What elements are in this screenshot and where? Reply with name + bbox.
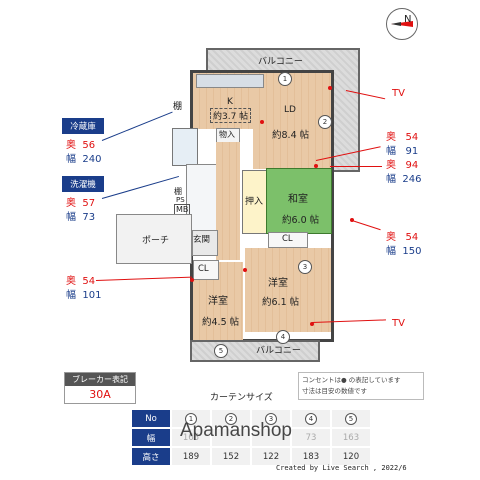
- closet-upper-label: CL: [282, 234, 293, 244]
- kitchen-counter: [196, 74, 264, 88]
- tv-bottom-label: TV: [392, 318, 405, 329]
- outlet-dot: [350, 218, 354, 222]
- outlet-dot: [243, 268, 247, 272]
- curtain-height-1: 189: [170, 446, 212, 467]
- right2-width: 幅 246: [386, 174, 422, 185]
- yoshitsu-small-size: 約4.5 帖: [202, 317, 240, 328]
- kitchen-label: K: [227, 97, 233, 107]
- shelf-small-label: 棚: [174, 187, 182, 196]
- compass-letter: N: [404, 14, 412, 25]
- curtain-table: No 1 2 3 4 5 幅 165 73 163 高さ 189 152 122…: [130, 408, 372, 467]
- curtain-no-5: 5: [330, 408, 372, 429]
- closet-lower-label: CL: [198, 264, 209, 274]
- curtain-no-1: 1: [170, 408, 212, 429]
- window-number-3: 3: [298, 260, 312, 274]
- hallway: [216, 142, 240, 260]
- compass-arrow-icon: [391, 21, 413, 27]
- watermark: Apamanshop: [180, 420, 292, 441]
- washitsu-size: 約6.0 帖: [282, 215, 320, 226]
- washitsu: [266, 168, 332, 234]
- curtain-width-1: 165: [170, 427, 212, 448]
- entrance: [192, 230, 218, 256]
- closet-upper: [268, 232, 308, 248]
- curtain-no-4: 4: [290, 408, 332, 429]
- breaker-value: 30A: [89, 388, 111, 401]
- credit: Created by Live Search , 2022/6: [276, 464, 407, 472]
- ld-label: LD: [284, 105, 296, 115]
- washitsu-label: 和室: [288, 194, 308, 205]
- leader-line: [330, 166, 382, 167]
- washer-spec-title: 洗濯機: [63, 177, 103, 191]
- right1-depth: 奥 54: [386, 132, 419, 143]
- oshiire-label: 押入: [245, 197, 264, 207]
- balcony-top-label: バルコニー: [258, 57, 303, 67]
- kitchen-size: 約3.7 帖: [210, 108, 252, 123]
- outlet-note: コンセントは● の表記しています 寸法は目安の数値です: [298, 372, 424, 400]
- curtain-row-label-no: No: [130, 408, 172, 429]
- left-width: 幅 101: [66, 290, 102, 301]
- ld-size: 約8.4 帖: [272, 130, 310, 141]
- floor-plan: バルコニー K 約3.7 帖 LD 約8.4 帖 棚 物入 棚 PS MB ポー…: [116, 48, 360, 362]
- curtain-row-label-width: 幅: [130, 427, 172, 448]
- right3-width: 幅 150: [386, 246, 422, 257]
- yoshitsu-large: [245, 248, 331, 332]
- window-number-2: 2: [318, 115, 332, 129]
- window-number-4: 4: [276, 330, 290, 344]
- washroom: [186, 164, 218, 232]
- oshiire: [242, 170, 268, 234]
- curtain-height-5: 120: [330, 446, 372, 467]
- table-row: 高さ 189 152 122 183 120: [130, 446, 372, 467]
- curtain-height-3: 122: [250, 446, 292, 467]
- ps-label: PS: [176, 196, 185, 204]
- table-row: 幅 165 73 163: [130, 427, 372, 448]
- curtain-width-2: [210, 427, 252, 448]
- fridge-spec: 冷蔵庫: [62, 118, 104, 134]
- outlet-dot: [314, 164, 318, 168]
- outlet-dot: [190, 278, 194, 282]
- curtain-no-2: 2: [210, 408, 252, 429]
- window-number-1: 1: [278, 72, 292, 86]
- yoshitsu-large-size: 約6.1 帖: [262, 297, 300, 308]
- fridge-width: 幅 240: [66, 154, 102, 165]
- curtain-row-label-height: 高さ: [130, 446, 172, 467]
- left-depth: 奥 54: [66, 276, 96, 287]
- table-row: No 1 2 3 4 5: [130, 408, 372, 429]
- curtain-no-3: 3: [250, 408, 292, 429]
- yoshitsu-small-label: 洋室: [208, 296, 228, 307]
- right3-depth: 奥 54: [386, 232, 419, 243]
- balcony-bottom-label: バルコニー: [256, 346, 301, 356]
- washer-width: 幅 73: [66, 212, 96, 223]
- yoshitsu-large-label: 洋室: [268, 278, 288, 289]
- curtain-height-2: 152: [210, 446, 252, 467]
- curtain-width-3: [250, 427, 292, 448]
- porch: [116, 214, 192, 264]
- porch-label: ポーチ: [142, 236, 170, 246]
- curtain-width-4: 73: [290, 427, 332, 448]
- closet-lower: [193, 260, 219, 280]
- compass: [386, 8, 418, 40]
- curtain-width-5: 163: [330, 427, 372, 448]
- balcony-top: [206, 48, 360, 74]
- curtain-height-4: 183: [290, 446, 332, 467]
- washer-spec: 洗濯機: [62, 176, 104, 192]
- right2-depth: 奥 94: [386, 160, 419, 171]
- shelf-label: 棚: [173, 102, 183, 112]
- breaker-box: ブレーカー表記 30A: [64, 372, 136, 404]
- outlet-dot: [260, 120, 264, 124]
- outlet-dot: [310, 322, 314, 326]
- window-number-5: 5: [214, 344, 228, 358]
- entrance-label: 玄関: [193, 235, 211, 245]
- outlet-note-line2: 寸法は目安の数値です: [302, 387, 367, 395]
- outlet-note-line1: コンセントは● の表記しています: [302, 376, 401, 384]
- outlet-dot: [328, 86, 332, 90]
- fridge-spec-title: 冷蔵庫: [63, 119, 103, 133]
- storage-label: 物入: [219, 130, 235, 139]
- right1-width: 幅 91: [386, 146, 419, 157]
- fridge-depth: 奥 56: [66, 140, 96, 151]
- washer-depth: 奥 57: [66, 198, 96, 209]
- tv-top-label: TV: [392, 88, 405, 99]
- breaker-label: ブレーカー表記: [65, 373, 135, 386]
- curtain-title: カーテンサイズ: [210, 393, 273, 403]
- bathroom: [172, 128, 198, 166]
